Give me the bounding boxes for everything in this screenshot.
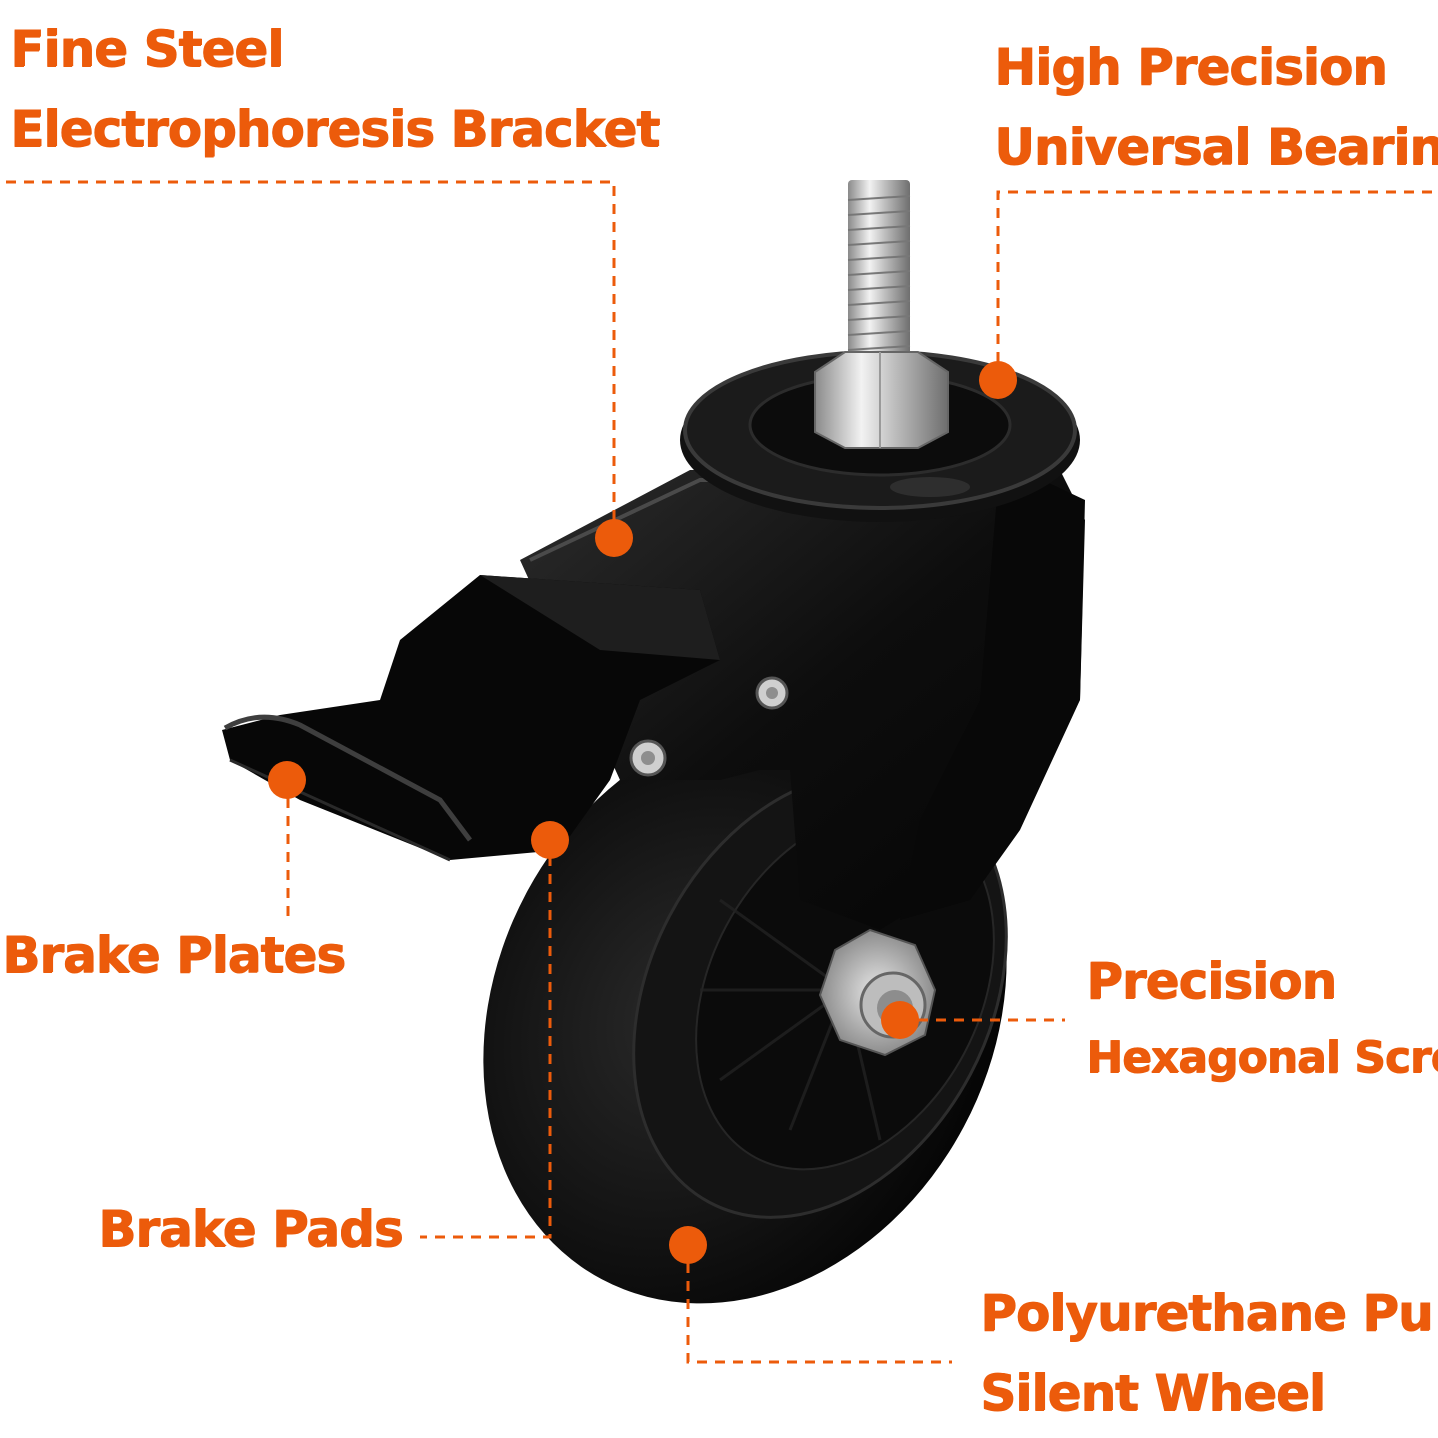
dashed-leader-line <box>6 180 1432 1364</box>
label-screw-line2: Hexagonal Screw <box>1086 1032 1438 1083</box>
label-bracket-line1: Fine Steel <box>10 20 284 78</box>
label-bearing-line2: Universal Bearing <box>994 118 1438 176</box>
label-wheel-line1: Polyurethane Pu <box>980 1284 1433 1342</box>
label-screw-line1: Precision <box>1086 952 1337 1010</box>
label-bracket-line2: Electrophoresis Bracket <box>10 100 660 158</box>
label-wheel-line2: Silent Wheel <box>980 1364 1326 1422</box>
label-bearing-line1: High Precision <box>994 38 1388 96</box>
label-brake-pads: Brake Pads <box>98 1200 403 1258</box>
label-brake-plates: Brake Plates <box>2 926 346 984</box>
rivets <box>629 676 789 777</box>
threaded-stem <box>814 180 949 449</box>
callout-dot-icon <box>268 361 1017 1264</box>
axle-hex-nut <box>818 928 937 1057</box>
brake-pedal <box>222 575 720 862</box>
